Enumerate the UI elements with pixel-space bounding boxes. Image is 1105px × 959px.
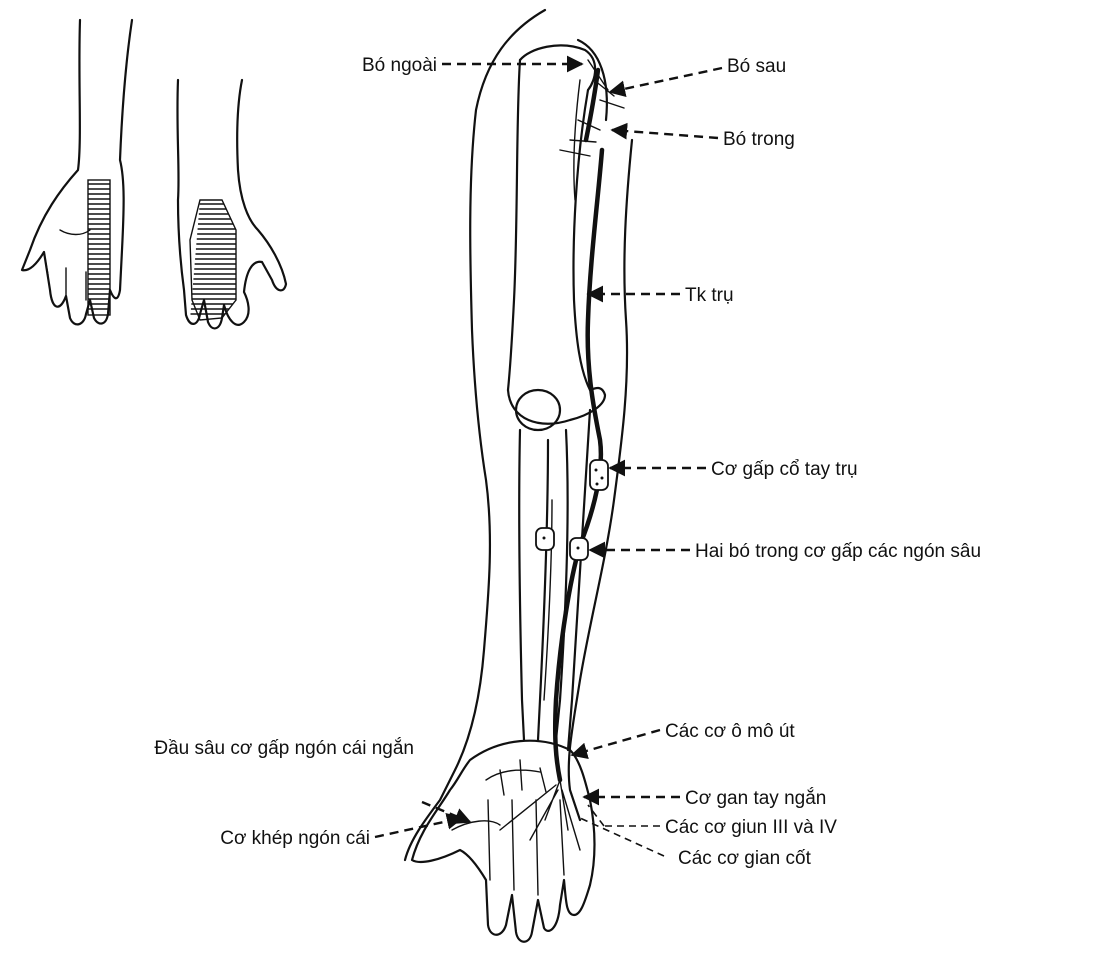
fcu-muscle-marker — [590, 460, 608, 490]
label-fpb-deep: Đầu sâu cơ gấp ngón cái ngắn — [154, 737, 414, 759]
label-hypothenar: Các cơ ô mô út — [665, 721, 795, 742]
label-fcu: Cơ gấp cổ tay trụ — [711, 459, 858, 480]
label-ulnar-nerve: Tk trụ — [685, 285, 734, 306]
label-interossei: Các cơ gian cốt — [678, 848, 812, 869]
label-fdp: Hai bó trong cơ gấp các ngón sâu — [695, 541, 981, 562]
hand-outline — [412, 741, 595, 942]
ulnar-sensory-area-palmar — [88, 180, 110, 315]
label-lumbricals: Các cơ giun III và IV — [665, 817, 837, 838]
label-medial-cord: Bó trong — [723, 129, 795, 150]
palmar-hand-inset — [22, 20, 132, 324]
label-palmaris-brevis: Cơ gan tay ngắn — [685, 787, 826, 809]
ulnar-sensory-area-dorsal — [190, 200, 236, 320]
dorsal-hand-inset — [177, 80, 286, 328]
label-adductor-pollicis: Cơ khép ngón cái — [220, 828, 370, 849]
fdp-muscle-markers — [536, 528, 588, 560]
label-lateral-cord: Bó ngoài — [362, 55, 437, 76]
label-posterior-cord: Bó sau — [727, 56, 786, 77]
